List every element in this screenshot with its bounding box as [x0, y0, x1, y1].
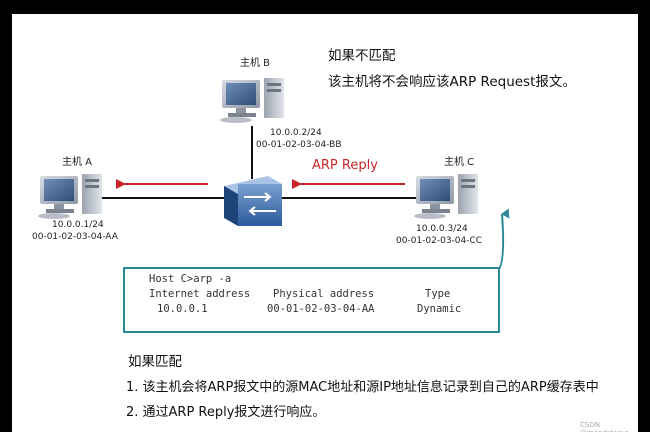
host-c-computer-icon [414, 174, 478, 219]
bottom-note-title: 如果匹配 [128, 354, 182, 370]
arp-header-type: Type [425, 288, 451, 300]
arp-command: Host C>arp -a [149, 273, 232, 285]
switch-icon [224, 176, 282, 226]
host-a-name: 主机 A [62, 157, 93, 168]
host-c-mac: 00-01-02-03-04-CC [396, 236, 483, 246]
arp-cell-type: Dynamic [417, 303, 462, 315]
network-diagram [38, 78, 510, 273]
host-b-name: 主机 B [240, 58, 271, 69]
host-a-computer-icon [38, 174, 102, 219]
host-b-mac: 00-01-02-03-04-BB [256, 140, 342, 150]
host-b-ip: 10.0.0.2/24 [270, 128, 322, 138]
bottom-note-item-2: 2. 通过ARP Reply报文进行响应。 [126, 405, 326, 420]
arp-table-box: Host C>arp -a Internet address Physical … [123, 267, 500, 333]
host-c-ip: 10.0.0.3/24 [416, 224, 468, 234]
bottom-note-item-1: 1. 该主机会将ARP报文中的源MAC地址和源IP地址信息记录到自己的ARP缓存… [126, 380, 599, 395]
host-b-computer-icon [220, 78, 284, 123]
arp-header-mac: Physical address [273, 288, 375, 300]
host-a-ip: 10.0.0.1/24 [52, 220, 104, 230]
top-note-title: 如果不匹配 [328, 48, 396, 64]
arp-cell-mac: 00-01-02-03-04-AA [267, 303, 375, 315]
arp-header-ip: Internet address [149, 288, 251, 300]
host-c-name: 主机 C [444, 157, 475, 168]
table-connector-arrow [495, 208, 510, 273]
arp-cell-ip: 10.0.0.1 [157, 303, 208, 315]
diagram-panel: 如果不匹配 该主机将不会响应该ARP Request报文。 主机 B 10.0.… [12, 14, 638, 432]
top-note-line: 该主机将不会响应该ARP Request报文。 [328, 74, 576, 90]
host-a-mac: 00-01-02-03-04-AA [32, 232, 118, 242]
watermark: CSDN @moodstarve [580, 421, 629, 432]
arp-reply-label: ARP Reply [312, 158, 378, 173]
